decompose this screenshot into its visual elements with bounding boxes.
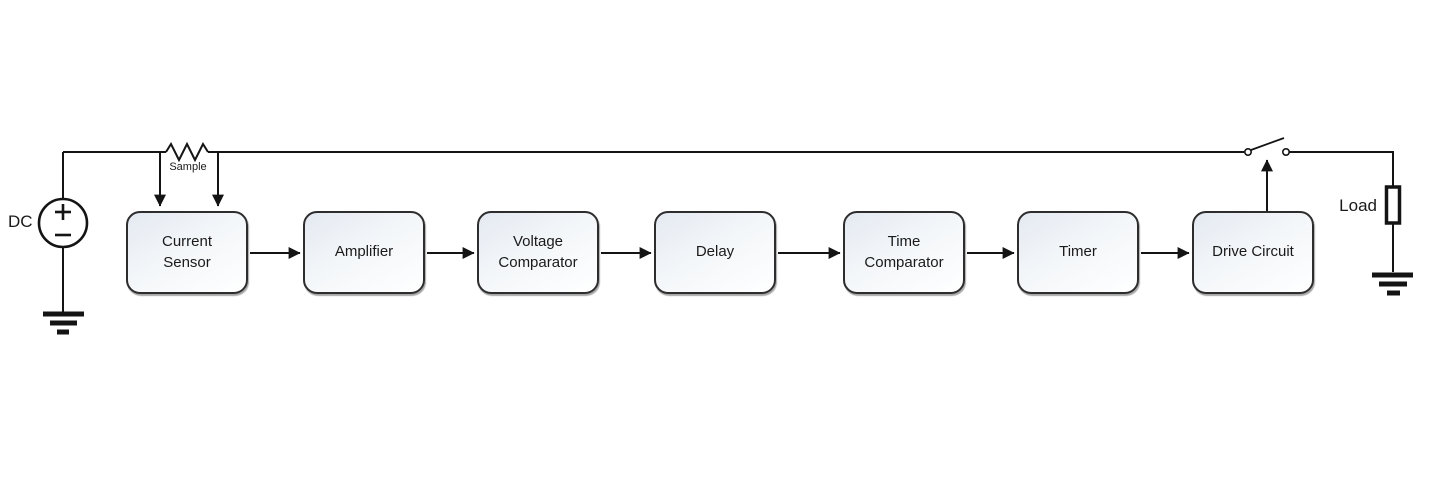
- block-delay: Delay: [654, 211, 776, 294]
- block-timer: Timer: [1017, 211, 1139, 294]
- dc-source-label: DC: [8, 212, 33, 231]
- switch-icon: [1244, 137, 1291, 157]
- block-current-sensor: Current Sensor: [126, 211, 248, 294]
- source-ground-icon: [43, 311, 84, 335]
- load-label: Load: [1339, 196, 1377, 215]
- sample-arrows: [154, 153, 224, 207]
- block-time-comparator: Time Comparator: [843, 211, 965, 294]
- sample-label: Sample: [169, 161, 207, 173]
- dc-source-icon: [37, 197, 89, 249]
- sample-resistor-icon: [165, 141, 209, 163]
- load-ground-icon: [1372, 272, 1413, 296]
- load-resistor-icon: [1384, 185, 1402, 225]
- top-supply-wire: [62, 151, 1394, 312]
- block-drive-circuit: Drive Circuit: [1192, 211, 1314, 294]
- block-amplifier: Amplifier: [303, 211, 425, 294]
- block-voltage-comparator: Voltage Comparator: [477, 211, 599, 294]
